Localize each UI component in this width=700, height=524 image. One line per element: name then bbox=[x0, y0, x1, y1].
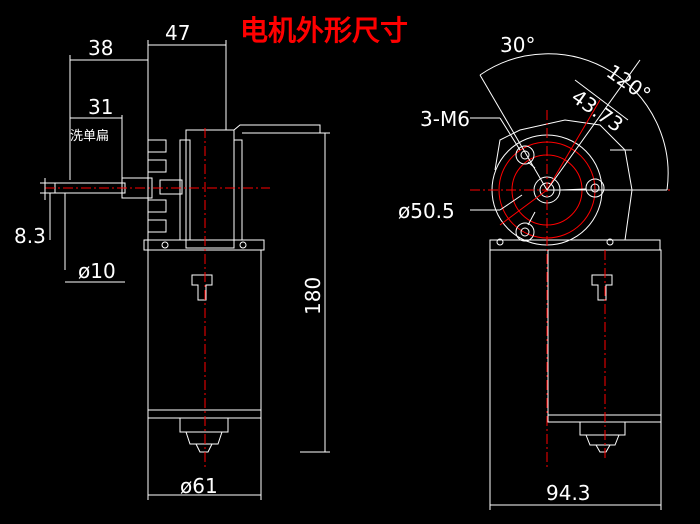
dim-d50-5: ø50.5 bbox=[398, 199, 455, 223]
dim-angle-30: 30° bbox=[500, 33, 535, 57]
dim-d10: ø10 bbox=[78, 259, 116, 283]
dim-d61: ø61 bbox=[180, 474, 218, 498]
dim-47: 47 bbox=[165, 21, 190, 45]
gearbox-side bbox=[185, 129, 235, 249]
front-view bbox=[470, 53, 670, 510]
dim-angle-120: 120° bbox=[602, 59, 655, 106]
bearing-bump-side bbox=[179, 418, 229, 453]
bolt-hole bbox=[515, 145, 535, 165]
gearbox-front bbox=[494, 119, 633, 241]
drawing-title: 电机外形尺寸 bbox=[240, 14, 408, 47]
bolt-hole bbox=[585, 178, 605, 198]
terminal-block-side bbox=[191, 274, 213, 301]
side-view: 38 47 31 洗单扁 8.3 ø10 180 ø61 bbox=[14, 21, 330, 500]
dim-94-3: 94.3 bbox=[546, 481, 591, 505]
dim-bolt-3-m6: 3-M6 bbox=[420, 107, 470, 131]
dim-43-73: 43.73 bbox=[567, 84, 628, 137]
dim-lines-side bbox=[40, 40, 330, 500]
angle-arc bbox=[479, 53, 669, 191]
dim-38: 38 bbox=[88, 36, 113, 60]
dim-8-3: 8.3 bbox=[14, 224, 46, 248]
dim-31: 31 bbox=[88, 95, 113, 119]
dim-180: 180 bbox=[301, 277, 325, 315]
shaft-note: 洗单扁 bbox=[70, 129, 109, 144]
bolt-hole bbox=[515, 222, 535, 242]
